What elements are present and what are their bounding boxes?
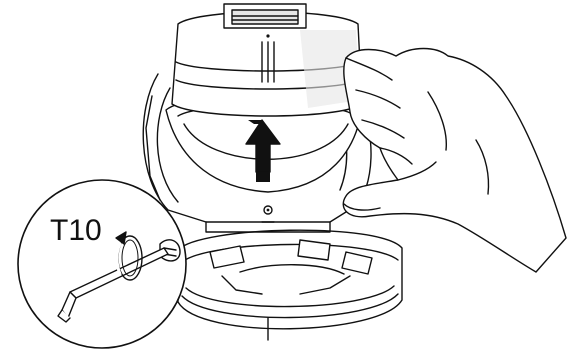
camera-body-top	[172, 4, 362, 116]
tool-callout	[18, 180, 186, 348]
mounting-base	[178, 230, 402, 340]
tool-size-label: T10	[50, 214, 102, 247]
